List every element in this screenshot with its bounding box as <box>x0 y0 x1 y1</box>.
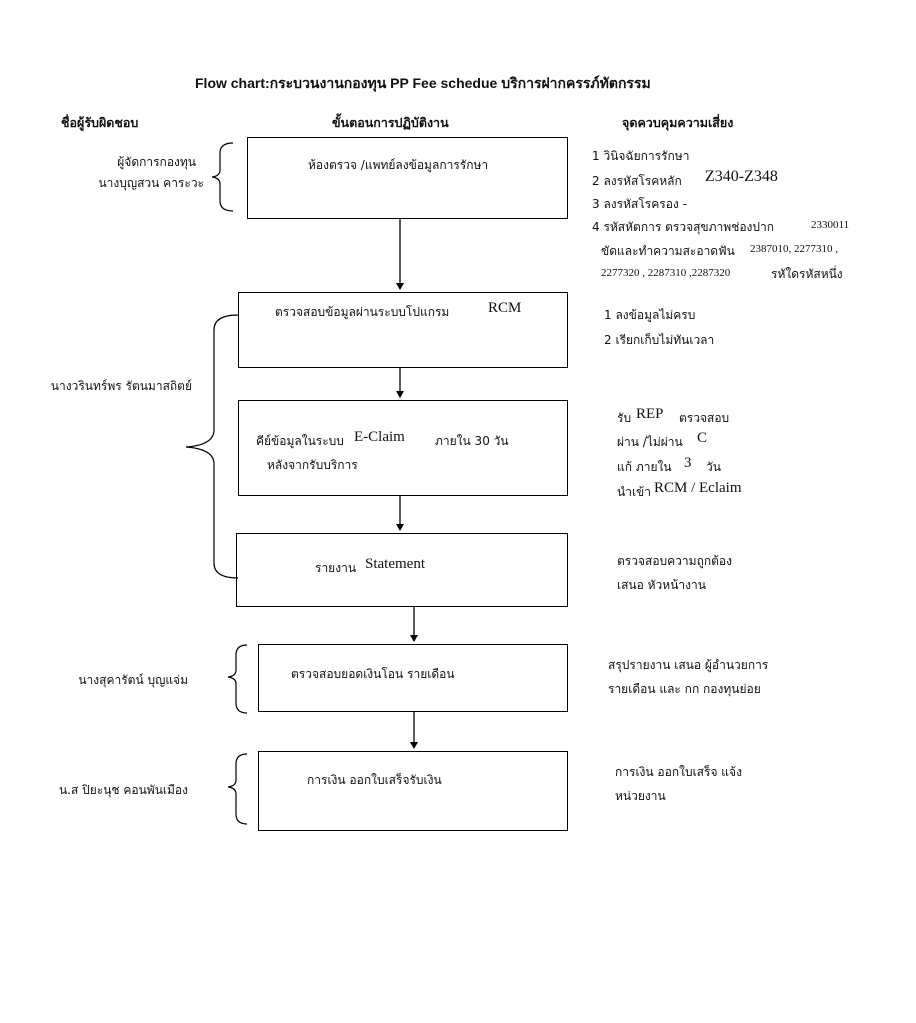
risk-6-item-2: หน่วยงาน <box>615 789 666 803</box>
step-statement-en: Statement <box>365 556 425 572</box>
responsible-cashier-name: น.ส ปิยะนุช คอนพันเมือง <box>58 783 188 797</box>
step-eclaim-system: E-Claim <box>354 429 405 445</box>
responsible-coder-name: นางวรินทร์พร รัตนมาสถิตย์ <box>50 379 192 393</box>
brace-coder <box>185 314 239 579</box>
risk-1-item-6-note: รหัใดรหัสหนึ่ง <box>771 267 843 281</box>
risk-3-fix-within: แก้ ภายใน <box>617 460 672 474</box>
step-rcm-check-label: ตรวจสอบข้อมูลผ่านระบบโปแกรม <box>275 305 450 319</box>
risk-1-item-6-codes: 2277320 , 2287310 ,2287320 <box>601 267 731 279</box>
step-record-treatment-label: ห้องตรวจ /แพทย์ลงข้อมูลการรักษา <box>308 158 489 172</box>
risk-6-item-1: การเงิน ออกใบเสร็จ แจ้ง <box>615 765 742 779</box>
step-transfer-check-label: ตรวจสอบยอดเงินโอน รายเดือน <box>291 667 455 681</box>
responsible-manager-role: ผู้จัดการกองทุน <box>117 155 196 169</box>
risk-1-item-3: 3 ลงรหัสโรครอง - <box>592 197 687 211</box>
risk-3-days-num: 3 <box>684 455 692 471</box>
risk-3-rep: REP <box>636 406 664 422</box>
brace-finance-check <box>227 644 248 714</box>
risk-5-item-2: รายเดือน และ กก กองทุนย่อย <box>608 682 761 696</box>
brace-cashier <box>227 753 248 825</box>
step-box-record-treatment: ห้องตรวจ /แพทย์ลงข้อมูลการรักษา <box>247 137 568 219</box>
responsible-manager-name: นางบุญสวน คาระวะ <box>98 176 204 190</box>
risk-1-item-2: 2 ลงรหัสโรคหลัก <box>592 174 682 188</box>
step-eclaim-label-c: ภายใน 30 วัน <box>435 434 509 448</box>
risk-3-c: C <box>697 430 708 446</box>
risk-3-rcm-eclaim: RCM / Eclaim <box>654 480 742 496</box>
step-rcm-code: RCM <box>488 300 522 316</box>
risk-3-import: นำเข้า <box>617 485 651 499</box>
header-responsible: ชื่อผู้รับผิดชอบ <box>61 115 139 130</box>
step-eclaim-label-a: คีย์ข้อมูลในระบบ <box>256 434 344 448</box>
step-box-statement: รายงาน Statement <box>236 533 568 607</box>
risk-1-item-5-codes: 2387010, 2277310 , <box>750 243 838 255</box>
risk-1-item-4: 4 รหัสหัตการ ตรวจสุขภาพช่องปาก <box>592 220 775 234</box>
risk-3-check: ตรวจสอบ <box>679 411 730 425</box>
risk-1-item-1: 1 วินิจฉัยการรักษา <box>592 149 690 163</box>
header-procedure: ขั้นตอนการปฏิบัติงาน <box>332 115 449 130</box>
risk-2-item-2: 2 เรียกเก็บไม่ทันเวลา <box>604 333 715 347</box>
risk-5-item-1: สรุปรายงาน เสนอ ผู้อำนวยการ <box>608 658 769 672</box>
risk-3-days: วัน <box>706 460 721 474</box>
responsible-finance-check-name: นางสุคารัตน์ บุญแจ่ม <box>78 673 188 687</box>
risk-3-pass-fail: ผ่าน /ไม่ผ่าน <box>617 435 683 449</box>
risk-1-item-4-code: 2330011 <box>811 219 850 231</box>
risk-2-item-1: 1 ลงข้อมูลไม่ครบ <box>604 308 696 322</box>
step-box-transfer-check: ตรวจสอบยอดเงินโอน รายเดือน <box>258 644 568 712</box>
risk-1-item-5: ขัดและทำความสะอาดฟัน <box>601 244 735 258</box>
step-receipt-label: การเงิน ออกใบเสร็จรับเงิน <box>307 773 442 787</box>
chart-title: Flow chart:กระบวนงานกองทุน PP Fee schedu… <box>195 75 651 91</box>
header-risk-control: จุดควบคุมความเสี่ยง <box>622 115 734 130</box>
step-box-eclaim-entry: คีย์ข้อมูลในระบบ E-Claim ภายใน 30 วัน หล… <box>238 400 568 496</box>
risk-1-item-2-codes: Z340-Z348 <box>705 168 778 185</box>
risk-4-item-2: เสนอ หัวหน้างาน <box>617 578 706 592</box>
step-box-receipt: การเงิน ออกใบเสร็จรับเงิน <box>258 751 568 831</box>
risk-4-item-1: ตรวจสอบความถูกต้อง <box>617 554 732 568</box>
brace-manager <box>211 142 234 212</box>
risk-3-receive: รับ <box>617 411 632 425</box>
step-statement-label: รายงาน <box>315 561 357 575</box>
step-eclaim-label-line2: หลังจากรับบริการ <box>267 458 358 472</box>
step-box-rcm-check: ตรวจสอบข้อมูลผ่านระบบโปแกรม RCM <box>238 292 568 368</box>
